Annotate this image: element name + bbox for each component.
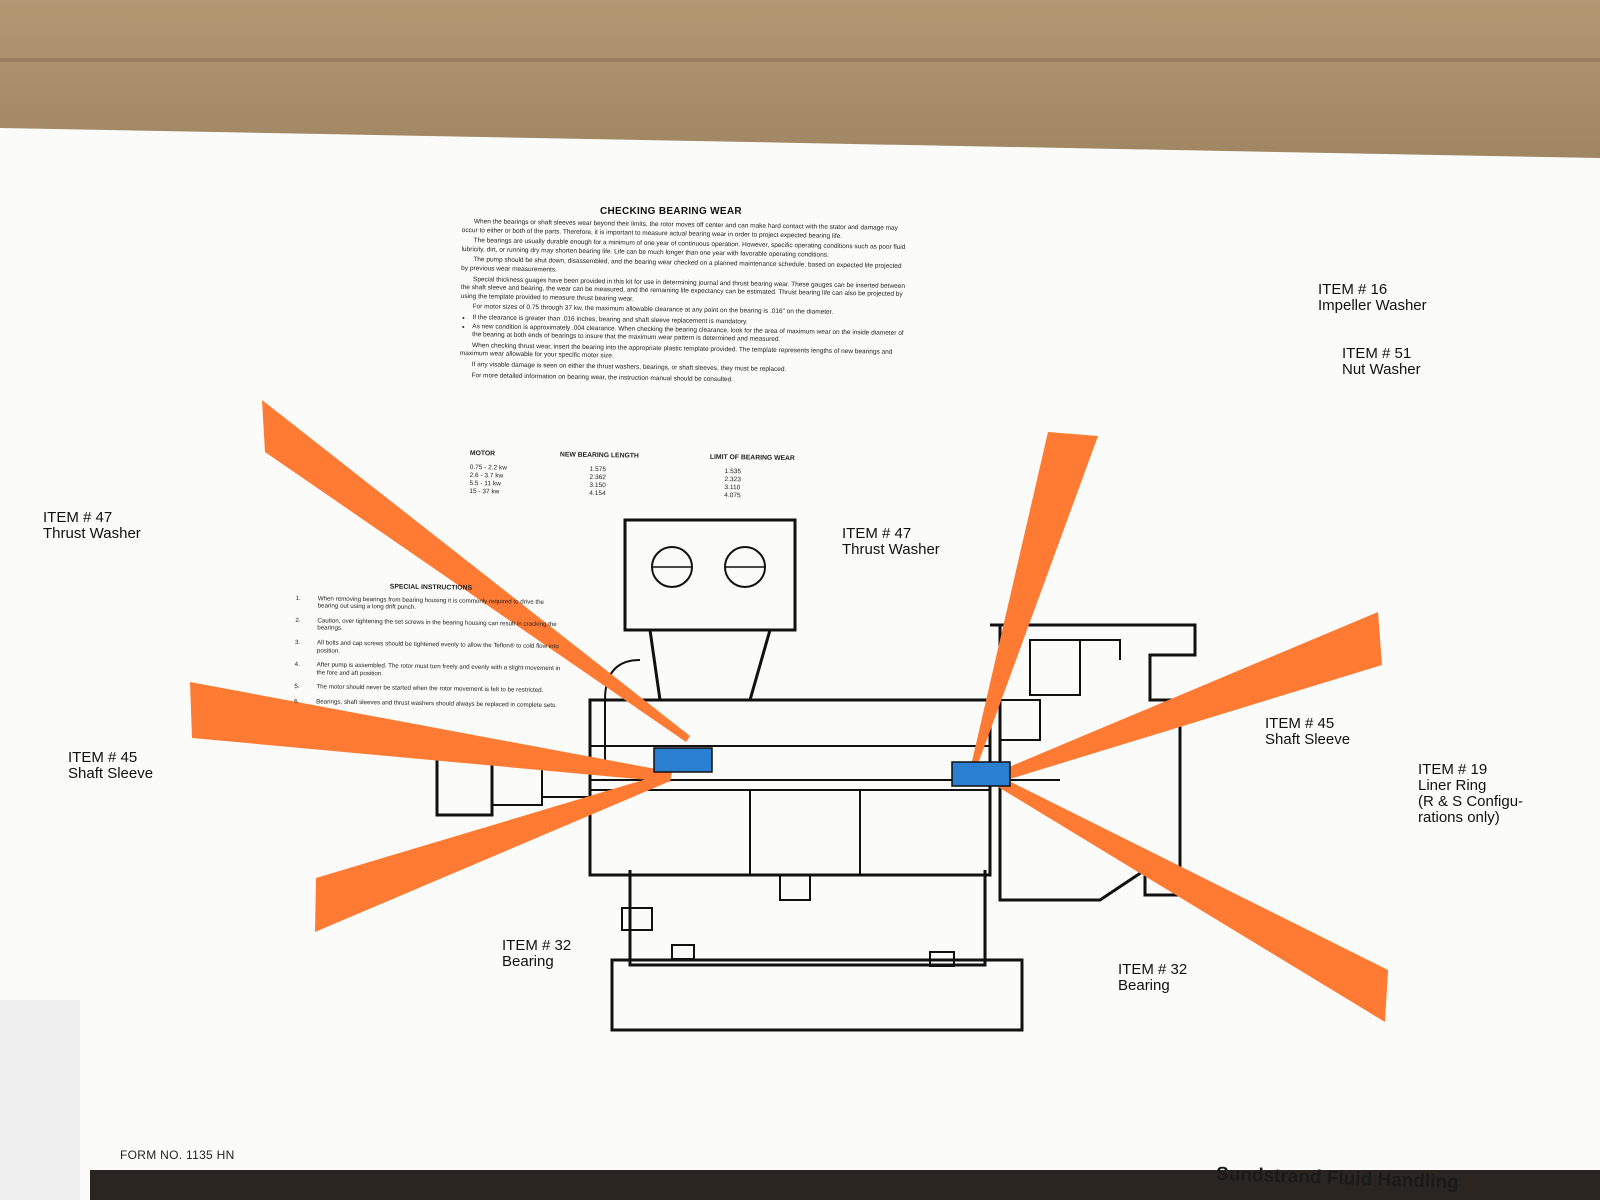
cardboard-fold: [0, 58, 1600, 62]
cell: 15 - 37 kw: [469, 487, 500, 496]
pointer-item45-right: [997, 612, 1382, 782]
list-item: 6. Bearings, shaft sleeves and thrust was…: [294, 698, 564, 710]
foot-bolt-left: [621, 907, 653, 931]
item-text: When removing bearings from bearing hous…: [317, 594, 545, 612]
item-number: 5.: [294, 683, 300, 691]
callout-name: Thrust Washer: [842, 541, 940, 558]
special-instructions: SPECIAL INSTRUCTIONS 1.When removing bea…: [294, 582, 566, 717]
pointer-item47-left: [262, 400, 690, 742]
callout-number: ITEM # 51: [1342, 345, 1412, 362]
paper-shadow: [0, 1000, 80, 1200]
pointer-item47-center: [970, 432, 1098, 772]
callout-number: ITEM # 45: [1265, 715, 1335, 732]
drain-plug: [779, 874, 811, 901]
foot-bolt-right: [929, 951, 955, 967]
callout-name: Liner Ring: [1418, 777, 1487, 794]
callout-number: ITEM # 47: [43, 509, 113, 526]
item-number: 6.: [294, 697, 300, 706]
item-number: 2.: [295, 616, 301, 624]
pointer-item45-left: [190, 682, 672, 782]
cooling-pipe: [604, 659, 641, 760]
callout-item19: ITEM # 19 Liner Ring (R & S Configu- rat…: [1418, 762, 1523, 826]
list-item: 2. Caution, over tightening the set screw…: [295, 617, 565, 636]
callout-number: ITEM # 16: [1318, 281, 1388, 298]
doc-title: CHECKING BEARING WEAR: [600, 206, 742, 217]
callout-item45-right: ITEM # 45 Shaft Sleeve: [1265, 716, 1350, 748]
callout-item51: ITEM # 51 Nut Washer: [1342, 346, 1421, 378]
terminal-box: [623, 518, 797, 632]
base-plate: [610, 958, 1024, 1032]
item-text: All bolts and cap screws should be tight…: [316, 639, 559, 655]
pump-casing: [990, 623, 1197, 902]
callout-number: ITEM # 32: [1118, 961, 1188, 978]
item-text: The motor should never be started when t…: [316, 683, 544, 695]
callout-name: Shaft Sleeve: [1265, 731, 1351, 748]
bullet-list: If the clearance is greater than .016 in…: [472, 314, 906, 347]
callout-item45-left: ITEM # 45 Shaft Sleeve: [68, 750, 153, 782]
callout-number: ITEM # 19: [1418, 761, 1488, 778]
pointer-item32-left: [315, 772, 670, 932]
list-item: 4. After pump is assembled. The rotor mus…: [295, 661, 565, 680]
callout-name: Nut Washer: [1342, 361, 1421, 378]
item-number: 4.: [294, 661, 300, 669]
pointer-wedges: [190, 400, 1388, 1022]
bearing-left: [653, 747, 713, 773]
col-header: MOTOR: [469, 450, 496, 458]
item-number: 1.: [295, 594, 301, 602]
col-header: NEW BEARING LENGTH: [559, 451, 639, 460]
item-text: Caution, over tightening the set screws …: [317, 617, 557, 633]
item-text: After pump is assembled. The rotor must …: [316, 661, 561, 678]
callout-number: ITEM # 47: [842, 525, 912, 542]
foot-bolt-mid: [671, 944, 695, 960]
callout-name: Shaft Sleeve: [68, 765, 154, 782]
bearings: [653, 747, 1011, 787]
bottom-shadow-strip: [90, 1170, 1600, 1200]
terminal-neck: [648, 629, 772, 702]
callout-item47-left: ITEM # 47 Thrust Washer: [43, 510, 141, 542]
doc-body: When the bearings or shaft sleeves wear …: [459, 218, 908, 389]
bearing-wear-table: MOTOR NEW BEARING LENGTH LIMIT OF BEARIN…: [469, 450, 830, 502]
list-item: 3. All bolts and cap screws should be tig…: [295, 639, 565, 658]
callout-item16: ITEM # 16 Impeller Washer: [1318, 282, 1427, 314]
pointer-item32-right: [990, 774, 1388, 1022]
lower-frame: [628, 870, 987, 967]
list-item: 1. When removing bearings from bearing ho…: [296, 595, 566, 614]
callout-name: Bearing: [1118, 977, 1170, 994]
form-number: FORM NO. 1135 HN: [120, 1148, 235, 1162]
callout-name: Impeller Washer: [1318, 297, 1427, 314]
item-number: 3.: [294, 638, 301, 647]
col-header: LIMIT OF BEARING WEAR: [709, 453, 795, 463]
callout-number: ITEM # 32: [502, 937, 572, 954]
callout-item32-left: ITEM # 32 Bearing: [502, 938, 571, 970]
pump-cross-section: [435, 518, 1197, 1032]
bearing-right: [951, 761, 1011, 787]
callout-name: Thrust Washer: [43, 525, 141, 542]
callout-name: rations only): [1418, 809, 1500, 826]
item-text: Bearings, shaft sleeves and thrust washe…: [316, 698, 557, 710]
callout-item47-center: ITEM # 47 Thrust Washer: [842, 526, 940, 558]
callout-name: Bearing: [502, 953, 554, 970]
callout-item32-right: ITEM # 32 Bearing: [1118, 962, 1187, 994]
list-item: 5. The motor should never be started when…: [294, 683, 564, 695]
callout-number: ITEM # 45: [68, 749, 138, 766]
callout-name: (R & S Configu-: [1418, 793, 1524, 810]
